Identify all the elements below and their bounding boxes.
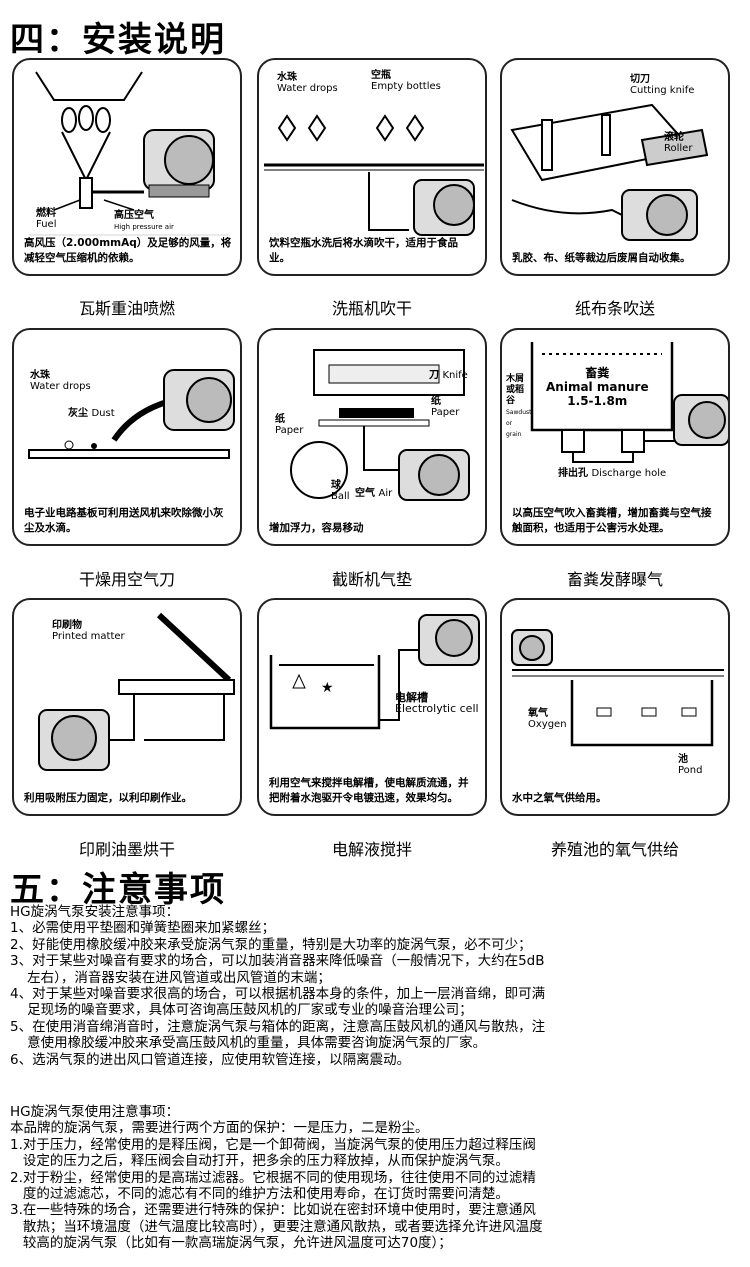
card-description: 水中之氧气供给用。 xyxy=(512,792,607,804)
bottle-washer-diagram xyxy=(264,114,484,236)
install-note-item: 3、对于某些对噪音有要求的场合，可以加装消音器来降低噪音（一般情况下，大约在5d… xyxy=(10,953,545,986)
usage-note-item: 3.在一些特殊的场合，还需要进行特殊的保护：比如说在密封环境中使用时，要注意通风… xyxy=(10,1202,543,1252)
section4-title: 四：安装说明 xyxy=(10,20,226,60)
install-notes-heading: HG旋涡气泵安装注意事项： xyxy=(10,904,180,920)
install-note-item: 1、必需使用平垫圈和弹簧垫圈来加紧螺丝； xyxy=(10,920,276,937)
usage-notes: HG旋涡气泵使用注意事项： 本品牌的旋涡气泵，需要进行两个方面的保护：一是压力，… xyxy=(10,1104,740,1252)
card-description: 利用空气来搅拌电解槽，使电解质流通，并把附着水泡驱开令电镀迅速，效果均匀。 xyxy=(269,777,469,804)
card-caption: 电解液搅拌 xyxy=(331,840,412,859)
discharge-hole-label: 排出孔 Discharge hole xyxy=(558,468,667,479)
install-notes: HG旋涡气泵安装注意事项： 1、必需使用平垫圈和弹簧垫圈来加紧螺丝； 2、好能使… xyxy=(10,904,740,1068)
card-description: 高风压（2.000mmAq）及足够的风量，将减轻空气压缩机的依赖。 xyxy=(24,237,232,264)
install-note-item: 4、对于某些对噪音要求很高的场合，可以根据机器本身的条件，加上一层消音绵，即可满… xyxy=(10,986,546,1019)
strip-blower-diagram xyxy=(510,103,709,241)
card-description: 电子业电路基板可利用送风机来吹除微小灰尘及水滴。 xyxy=(24,507,224,534)
burner-diagram xyxy=(29,71,229,236)
install-note-item: 5、在使用消音绵消音时，注意旋涡气泵与箱体的距离，注意高压鼓风机的通风与散热，注… xyxy=(10,1018,546,1052)
air-label: 空气 Air xyxy=(355,488,393,499)
install-note-item: 2、好能使用橡胶缓冲胶来承受旋涡气泵的重量，特别是大功率的旋涡气泵，必不可少； xyxy=(10,936,532,953)
card-description: 饮料空瓶水洗后将水滴吹干，适用于食品业。 xyxy=(269,237,458,264)
dust-label: 灰尘 Dust xyxy=(68,408,115,419)
manure-aeration-diagram xyxy=(530,342,728,463)
usage-note-item: 2.对于粉尘，经常使用的是高瑞过滤器。它根据不同的使用现场，往往使用不同的过滤精… xyxy=(10,1169,536,1203)
card-caption: 纸布条吹送 xyxy=(574,299,655,318)
card-caption: 印刷油墨烘干 xyxy=(78,840,175,859)
knife-label: 刀 Knife xyxy=(429,370,468,381)
install-note-item: 6、选涡气泵的进出风口管道连接，应使用软管连接，以隔离震动。 xyxy=(10,1051,411,1068)
card-caption: 干燥用空气刀 xyxy=(78,570,175,589)
card-caption: 养殖池的氧气供给 xyxy=(550,840,679,859)
usage-notes-intro: 本品牌的旋涡气泵，需要进行两个方面的保护：一是压力，二是粉尘。 xyxy=(10,1120,429,1137)
card-description: 乳胶、布、纸等裁边后废屑自动收集。 xyxy=(512,252,691,264)
card-description: 以高压空气吹入畜粪槽，增加畜粪与空气接触面积，也适用于公害污水处理。 xyxy=(512,507,712,534)
electrolyte-diagram: ★ xyxy=(269,614,480,730)
usage-note-item: 1.对于压力，经常使用的是释压阀，它是一个卸荷阀，当旋涡气泵的使用压力超过释压阀… xyxy=(10,1136,536,1170)
card-caption: 瓦斯重油喷燃 xyxy=(78,299,175,318)
card-caption: 畜粪发酵曝气 xyxy=(566,570,663,589)
ink-drying-diagram xyxy=(38,612,235,771)
svg-text:★: ★ xyxy=(321,680,334,696)
card-caption: 截断机气垫 xyxy=(331,570,412,589)
card-description: 增加浮力，容易移动 xyxy=(269,522,364,534)
card-caption: 洗瓶机吹干 xyxy=(331,299,412,318)
section5-title: 五：注意事项 xyxy=(10,870,226,910)
usage-notes-heading: HG旋涡气泵使用注意事项： xyxy=(10,1104,180,1120)
air-knife-diagram xyxy=(28,369,235,459)
card-description: 利用吸附压力固定，以利印刷作业。 xyxy=(24,792,192,804)
air-cushion-diagram xyxy=(290,349,470,501)
pond-oxygen-diagram xyxy=(511,629,724,747)
